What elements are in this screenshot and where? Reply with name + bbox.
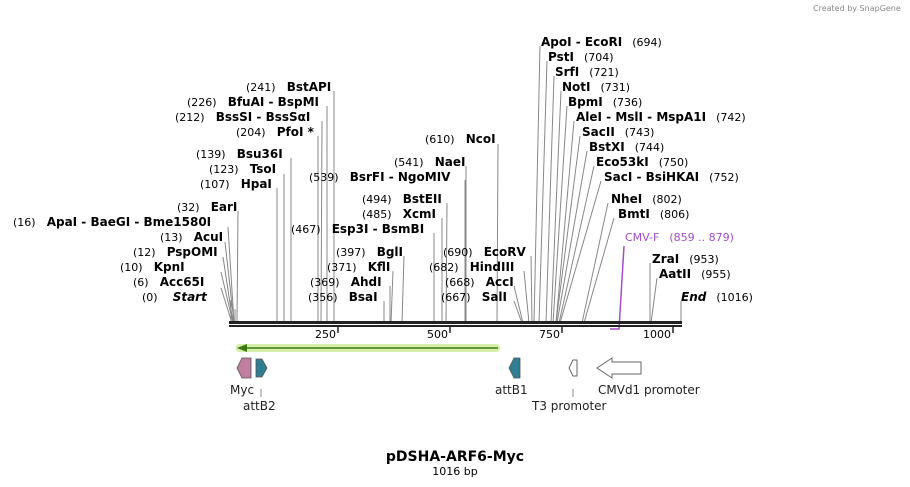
site-ecorv: (690) EcoRV	[443, 241, 526, 260]
tick-750: 750	[539, 328, 560, 341]
site-bsteii: (494) BstEII	[362, 188, 442, 207]
tick-500: 500	[427, 328, 448, 341]
site-ahdi: (369) AhdI	[310, 271, 382, 290]
site-labels: (0) Start (6) Acc65I (10) KpnI (12) PspO…	[13, 35, 753, 305]
primer-cmv-f: CMV-F(859 .. 879)	[610, 231, 734, 330]
site-bstapi: (241) BstAPI	[246, 76, 331, 95]
site-pspomi: (12) PspOMI	[133, 241, 218, 260]
site-srfi: SrfI(721)	[555, 65, 619, 79]
site-alei: AleI - MslI - MspA1I(742)	[576, 110, 746, 124]
site-saci: SacI - BsiHKAI(752)	[604, 170, 739, 184]
site-leader-lines	[220, 45, 682, 324]
feature-myc-label: Myc	[230, 383, 254, 397]
site-acc65i: (6) Acc65I	[133, 271, 204, 290]
site-ncoi: (610) NcoI	[425, 128, 496, 147]
site-kpni: (10) KpnI	[120, 256, 185, 275]
site-bsu36i: (139) Bsu36I	[196, 143, 283, 162]
feature-attb1-label: attB1	[495, 383, 528, 397]
site-acui: (13) AcuI	[160, 226, 223, 245]
site-naei: (541) NaeI	[394, 151, 465, 170]
site-bpmi: BpmI(736)	[568, 95, 642, 109]
site-nhei: NheI(802)	[611, 192, 682, 206]
site-hindiii: (682) HindIII	[429, 256, 514, 275]
feature-t3-label: T3 promoter	[531, 399, 607, 413]
map-subtitle: 1016 bp	[432, 465, 477, 478]
site-noti: NotI(731)	[562, 80, 630, 94]
site-eco53ki: Eco53kI(750)	[596, 155, 688, 169]
orf-arrow	[236, 344, 500, 352]
tick-1000: 1000	[643, 328, 671, 341]
site-bsrfi: (539) BsrFI - NgoMIV	[309, 166, 451, 185]
site-end: End(1016)	[681, 290, 753, 304]
feature-t3-promoter: T3 promoter	[531, 359, 607, 413]
site-start: (0) Start	[142, 286, 208, 305]
site-bgli: (397) BglI	[336, 241, 403, 260]
feature-cmv-label: CMVd1 promoter	[598, 383, 700, 397]
tick-250: 250	[315, 328, 336, 341]
site-bsai: (356) BsaI	[308, 286, 378, 305]
site-apoi: ApoI - EcoRI(694)	[541, 35, 662, 49]
site-xcmi: (485) XcmI	[362, 203, 436, 222]
sequence-backbone: 250 500 750 1000	[229, 309, 682, 341]
map-title: pDSHA-ARF6-Myc	[386, 449, 524, 465]
feature-attb2-label: attB2	[243, 399, 276, 413]
site-sali: (667) SalI	[441, 286, 507, 305]
feature-myc: Myc	[230, 357, 254, 397]
site-bmti: BmtI(806)	[618, 207, 689, 221]
primer-label: CMV-F(859 .. 879)	[625, 231, 734, 244]
site-tsoi: (123) TsoI	[209, 158, 276, 177]
site-apai: (16) ApaI - BaeGI - Bme1580I	[13, 211, 211, 230]
site-eari: (32) EarI	[177, 196, 237, 215]
site-pfoi: (204) PfoI *	[236, 121, 315, 140]
feature-attb1: attB1	[495, 357, 528, 397]
feature-cmvd1-promoter: CMVd1 promoter	[596, 357, 700, 397]
site-bsssi: (212) BssSI - BssSαI	[175, 106, 310, 125]
site-zrai: ZraI(953)	[652, 252, 719, 266]
site-sacii: SacII(743)	[582, 125, 654, 139]
site-bfuai: (226) BfuAI - BspMI	[187, 91, 319, 110]
site-hpai: (107) HpaI	[200, 173, 272, 192]
site-bstxi: BstXI(744)	[589, 140, 664, 154]
site-esp3i: (467) Esp3I - BsmBI	[291, 218, 424, 237]
credit-text: Created by SnapGene	[813, 4, 901, 13]
site-aatii: AatII(955)	[659, 267, 731, 281]
site-kfli: (371) KflI	[327, 256, 390, 275]
feature-attb2: attB2	[243, 358, 276, 413]
site-psti: PstI(704)	[548, 50, 614, 64]
site-acci: (668) AccI	[445, 271, 514, 290]
